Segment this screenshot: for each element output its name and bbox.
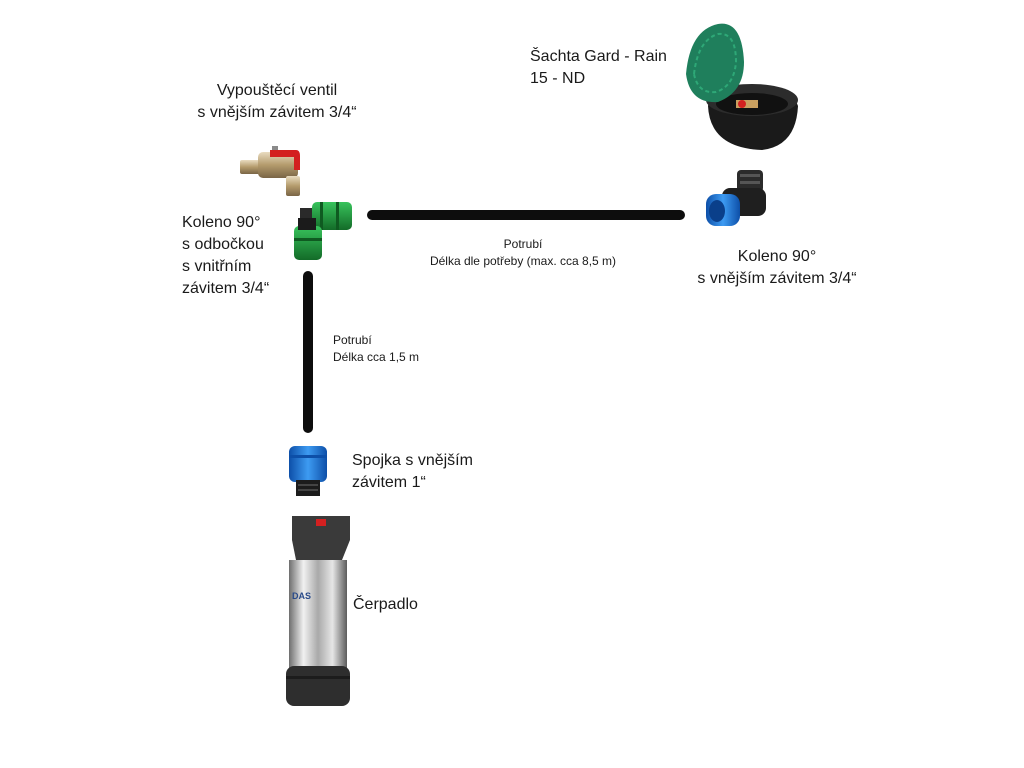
elbow-external-image	[706, 170, 766, 226]
elbow-external-label-line1: Koleno 90°	[737, 248, 817, 265]
coupling-label-line1: Spojka s vnějším	[352, 452, 473, 469]
tee-elbow-image	[294, 202, 352, 260]
pipe-horizontal-label-line1: Potrubí	[503, 237, 543, 251]
tee-elbow-label-line4: závitem 3/4“	[182, 280, 270, 297]
valve-box-shaft-image	[686, 23, 798, 150]
tee-elbow-label-line2: s odbočkou	[182, 236, 264, 253]
drain-valve-label-line1: Vypouštěcí ventil	[216, 82, 338, 99]
tee-elbow-label-line3: s vnitřním	[182, 258, 252, 275]
drain-valve-image	[240, 146, 300, 196]
coupling-label: Spojka s vnějším závitem 1“	[352, 450, 473, 494]
elbow-external-label-line2: s vnějším závitem 3/4“	[697, 270, 857, 287]
drain-valve-label: Vypouštěcí ventil s vnějším závitem 3/4“	[182, 80, 372, 124]
coupling-label-line2: závitem 1“	[352, 474, 426, 491]
pipe-vertical-label-line1: Potrubí	[333, 333, 372, 347]
pump-label-line1: Čerpadlo	[353, 596, 418, 613]
pipe-horizontal-label-line2: Délka dle potřeby (max. cca 8,5 m)	[429, 254, 617, 268]
elbow-external-label: Koleno 90° s vnějším závitem 3/4“	[682, 246, 872, 290]
shaft-label: Šachta Gard - Rain 15 - ND	[530, 46, 667, 90]
pipe-vertical-label: Potrubí Délka cca 1,5 m	[333, 332, 419, 366]
tee-elbow-label: Koleno 90° s odbočkou s vnitřním závitem…	[182, 212, 269, 300]
pump-image	[286, 516, 350, 706]
pipe-vertical-label-line2: Délka cca 1,5 m	[333, 350, 420, 364]
pump-label: Čerpadlo	[353, 594, 418, 616]
shaft-label-line1: Šachta Gard - Rain	[530, 48, 667, 65]
pipe-horizontal-label: Potrubí Délka dle potřeby (max. cca 8,5 …	[410, 236, 636, 270]
drain-valve-label-line2: s vnějším závitem 3/4“	[197, 104, 357, 121]
tee-elbow-label-line1: Koleno 90°	[182, 214, 261, 231]
coupling-image	[289, 446, 327, 496]
pump-brand-text: DAS	[292, 591, 312, 601]
shaft-label-line2: 15 - ND	[530, 70, 586, 87]
